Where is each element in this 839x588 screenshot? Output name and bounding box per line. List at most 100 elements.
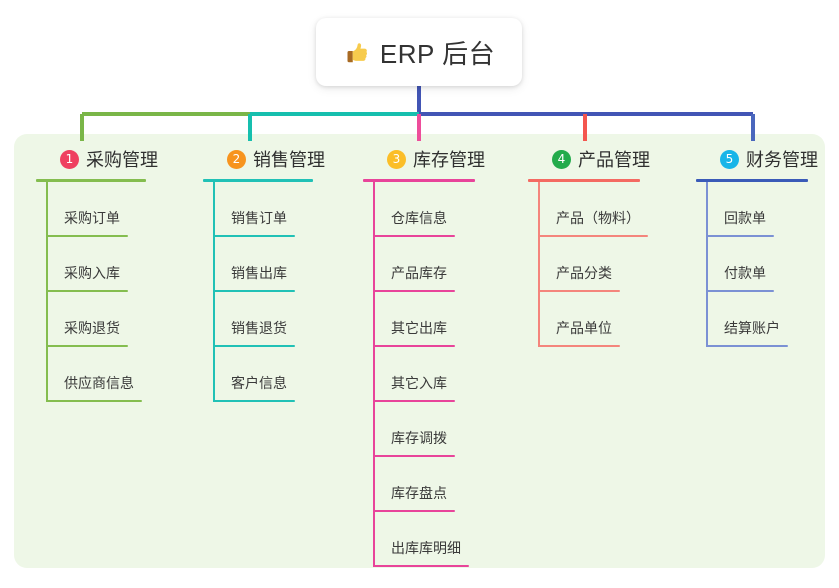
leaf-rule — [213, 290, 295, 292]
branch-rule-4 — [528, 179, 640, 182]
leaf-rule — [213, 400, 295, 402]
leaf-label: 结算账户 — [724, 320, 780, 336]
leaf-label: 供应商信息 — [64, 375, 134, 391]
branch-5: 5 财务管理回款单付款单结算账户 — [696, 146, 818, 347]
leaf-item[interactable]: 产品分类 — [528, 237, 650, 292]
branch-badge-4: 4 — [552, 149, 571, 169]
leaf-item[interactable]: 采购入库 — [36, 237, 158, 292]
leaf-item[interactable]: 采购退货 — [36, 292, 158, 347]
leaf-item[interactable]: 销售退货 — [203, 292, 325, 347]
leaf-item[interactable]: 产品（物料） — [528, 182, 650, 237]
root-node[interactable]: ERP 后台 — [316, 18, 522, 86]
branch-title-2: 销售管理 — [253, 150, 325, 170]
branch-spine-1 — [46, 182, 48, 402]
branch-title-1: 采购管理 — [86, 150, 158, 170]
branch-rule-1 — [36, 179, 146, 182]
leaf-label: 回款单 — [724, 210, 766, 226]
thumbs-up-icon — [343, 39, 370, 66]
branch-4: 4 产品管理产品（物料） 产品分类产品单位 — [528, 146, 650, 347]
leaf-rule — [213, 235, 295, 237]
leaf-rule — [538, 290, 620, 292]
branch-title-5: 财务管理 — [746, 150, 818, 170]
leaf-rule — [373, 565, 469, 567]
leaf-item[interactable]: 库存盘点 — [363, 457, 485, 512]
branch-children-3: 仓库信息产品库存其它出库其它入库库存调拨库存盘点出库库明细 — [363, 182, 485, 567]
leaf-label: 其它出库 — [391, 320, 447, 336]
branch-children-5: 回款单付款单结算账户 — [696, 182, 818, 347]
branch-header-5[interactable]: 5 财务管理 — [696, 146, 818, 172]
leaf-item[interactable]: 结算账户 — [696, 292, 818, 347]
branch-header-3[interactable]: 3 库存管理 — [363, 146, 485, 172]
branch-children-1: 采购订单采购入库采购退货供应商信息 — [36, 182, 158, 402]
root-title: ERP 后台 — [379, 38, 496, 69]
leaf-item[interactable]: 付款单 — [696, 237, 818, 292]
leaf-item[interactable]: 回款单 — [696, 182, 818, 237]
leaf-item[interactable]: 出库库明细 — [363, 512, 485, 567]
leaf-rule — [46, 290, 128, 292]
leaf-label: 客户信息 — [231, 375, 287, 391]
leaf-item[interactable]: 产品库存 — [363, 237, 485, 292]
leaf-rule — [373, 290, 455, 292]
branch-badge-5: 5 — [720, 149, 739, 169]
leaf-rule — [373, 510, 455, 512]
branch-children-2: 销售订单销售出库销售退货客户信息 — [203, 182, 325, 402]
leaf-label: 产品单位 — [556, 320, 612, 336]
branch-badge-1: 1 — [60, 149, 79, 169]
branch-spine-5 — [706, 182, 708, 347]
leaf-label: 出库库明细 — [391, 540, 461, 556]
leaf-rule — [373, 400, 455, 402]
leaf-rule — [213, 345, 295, 347]
branch-badge-3: 3 — [387, 149, 406, 169]
branch-spine-4 — [538, 182, 540, 347]
branch-rule-2 — [203, 179, 313, 182]
leaf-label: 销售出库 — [231, 265, 287, 281]
branch-title-3: 库存管理 — [413, 150, 485, 170]
leaf-label: 采购退货 — [64, 320, 120, 336]
branch-header-1[interactable]: 1 采购管理 — [36, 146, 158, 172]
leaf-item[interactable]: 客户信息 — [203, 347, 325, 402]
branch-badge-2: 2 — [227, 149, 246, 169]
leaf-label: 库存盘点 — [391, 485, 447, 501]
leaf-label: 销售订单 — [231, 210, 287, 226]
leaf-label: 产品（物料） — [556, 210, 640, 226]
leaf-item[interactable]: 供应商信息 — [36, 347, 158, 402]
leaf-rule — [373, 455, 455, 457]
leaf-rule — [46, 345, 128, 347]
leaf-rule — [373, 235, 455, 237]
leaf-rule — [706, 235, 774, 237]
leaf-item[interactable]: 其它出库 — [363, 292, 485, 347]
content-panel — [14, 134, 825, 568]
leaf-label: 采购入库 — [64, 265, 120, 281]
leaf-label: 销售退货 — [231, 320, 287, 336]
branch-header-4[interactable]: 4 产品管理 — [528, 146, 650, 172]
leaf-item[interactable]: 采购订单 — [36, 182, 158, 237]
leaf-item[interactable]: 销售订单 — [203, 182, 325, 237]
branch-rule-3 — [363, 179, 475, 182]
leaf-rule — [538, 345, 620, 347]
leaf-item[interactable]: 仓库信息 — [363, 182, 485, 237]
leaf-item[interactable]: 其它入库 — [363, 347, 485, 402]
branch-3: 3 库存管理仓库信息产品库存其它出库其它入库库存调拨库存盘点出库库明细 — [363, 146, 485, 567]
leaf-label: 付款单 — [724, 265, 766, 281]
branch-1: 1 采购管理采购订单采购入库采购退货供应商信息 — [36, 146, 158, 402]
leaf-rule — [373, 345, 455, 347]
leaf-item[interactable]: 销售出库 — [203, 237, 325, 292]
leaf-item[interactable]: 产品单位 — [528, 292, 650, 347]
leaf-item[interactable]: 库存调拨 — [363, 402, 485, 457]
leaf-label: 库存调拨 — [391, 430, 447, 446]
leaf-label: 采购订单 — [64, 210, 120, 226]
leaf-rule — [706, 290, 774, 292]
leaf-rule — [46, 400, 142, 402]
branch-spine-3 — [373, 182, 375, 567]
branch-children-4: 产品（物料） 产品分类产品单位 — [528, 182, 650, 347]
branch-header-2[interactable]: 2 销售管理 — [203, 146, 325, 172]
branch-spine-2 — [213, 182, 215, 402]
leaf-rule — [46, 235, 128, 237]
leaf-rule — [706, 345, 788, 347]
branch-2: 2 销售管理销售订单销售出库销售退货客户信息 — [203, 146, 325, 402]
leaf-label: 产品分类 — [556, 265, 612, 281]
branch-rule-5 — [696, 179, 808, 182]
branch-title-4: 产品管理 — [578, 150, 650, 170]
leaf-label: 仓库信息 — [391, 210, 447, 226]
leaf-label: 产品库存 — [391, 265, 447, 281]
